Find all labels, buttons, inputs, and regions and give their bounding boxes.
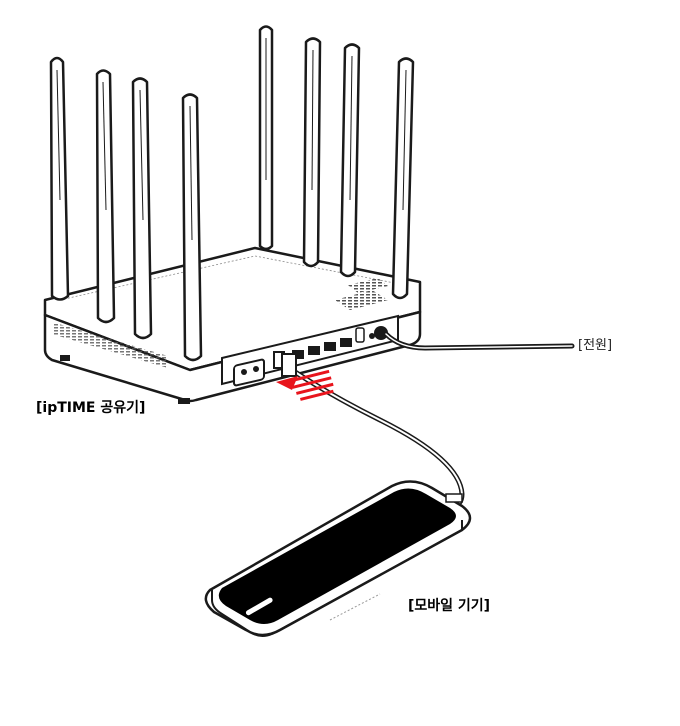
power-cable [383,331,575,351]
mobile-device-label: [모바일 기기] [408,598,491,614]
smartphone-icon [204,480,472,637]
lan-ports [292,338,352,359]
power-label: [전원] [578,338,613,353]
router-label: [ipTIME 공유기] [36,400,146,416]
red-arrow-icon [276,369,334,401]
antennas [49,25,415,362]
